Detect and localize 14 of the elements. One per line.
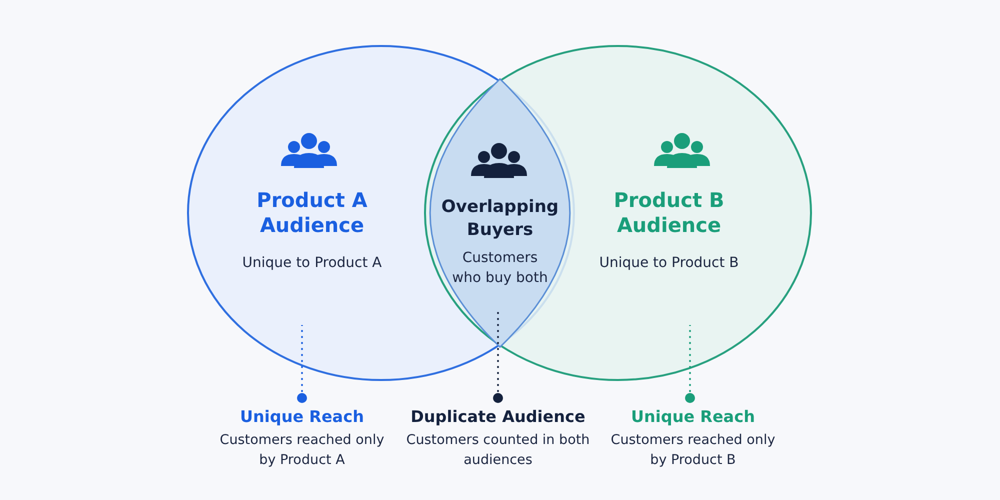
description-text: Unique to Product B [598, 254, 740, 273]
callout-text: Customers reached only by Product B [610, 431, 776, 470]
description-text: Unique to Product A [241, 254, 383, 273]
callout-title: Duplicate Audience [410, 406, 586, 428]
leader-line [297, 325, 307, 403]
callout-title: Unique Reach [630, 406, 756, 428]
leader-line [685, 325, 695, 403]
audience-title: Overlapping Buyers [440, 196, 560, 242]
callout-text: Customers counted in both audiences [405, 431, 591, 470]
audience-title: Product B Audience [612, 188, 726, 238]
callout-text: Customers reached only by Product A [218, 431, 386, 470]
description-text: Customers who buy both [451, 249, 549, 288]
audience-title: Product A Audience [256, 188, 368, 238]
callout-title: Unique Reach [239, 406, 365, 428]
